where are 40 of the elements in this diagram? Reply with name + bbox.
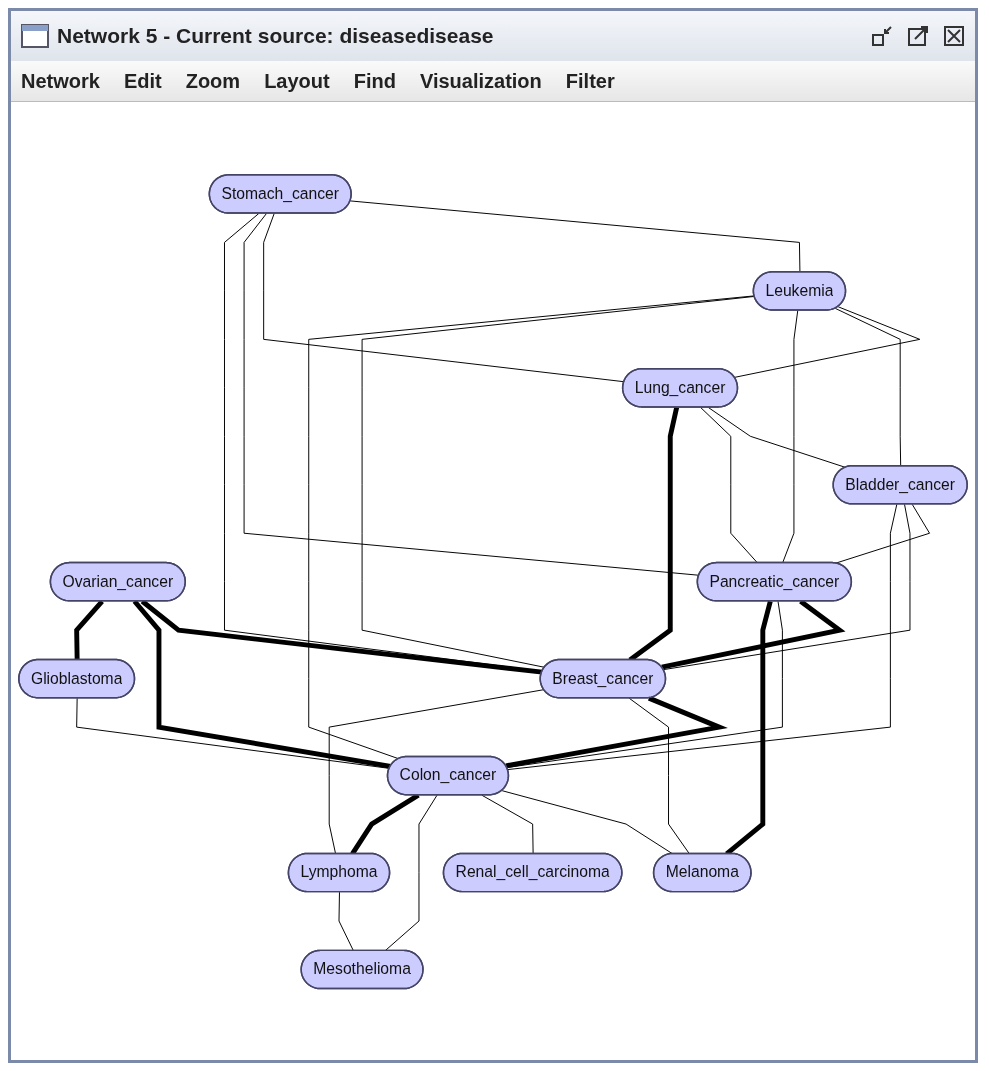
connector (338, 891, 354, 952)
connector (734, 306, 921, 378)
connector (700, 406, 759, 564)
menu-item: Zoom (185, 69, 241, 93)
connector (74, 599, 104, 660)
connector (662, 503, 911, 670)
disease-node: Renal_cell_carcinoma (442, 852, 623, 893)
menu-item: Network (21, 69, 100, 93)
disease-node: Lymphoma (287, 852, 391, 893)
connector (328, 688, 545, 855)
connector (350, 200, 801, 273)
connector (507, 503, 898, 770)
connector (782, 309, 799, 564)
disease-node: Pancreatic_cancer (696, 561, 853, 602)
menu-item: Filter (565, 69, 615, 93)
menu-item: Layout (264, 69, 330, 93)
disease-node: Stomach_cancer (208, 173, 352, 214)
disease-node: Ovarian_cancer (49, 561, 186, 602)
connector (628, 697, 690, 855)
window-title: Network 5 - Current source: diseasedisease (57, 24, 494, 48)
connector (834, 307, 902, 467)
disease-node: Mesothelioma (300, 949, 424, 990)
disease-node: Glioblastoma (18, 658, 136, 699)
connector (132, 599, 392, 769)
connector (506, 600, 783, 768)
disease-node: Breast_cancer (539, 658, 667, 699)
menu-item: Visualization (419, 69, 542, 93)
connector (661, 599, 846, 670)
connector (384, 794, 438, 952)
menu-item: Find (353, 69, 396, 93)
disease-node: Melanoma (652, 852, 752, 893)
disease-node: Lung_cancer (621, 367, 739, 408)
disease-node: Bladder_cancer (832, 464, 968, 505)
disease-node: Leukemia (752, 270, 847, 311)
connector (481, 794, 534, 855)
disease-node: Colon_cancer (386, 755, 510, 796)
connector (308, 295, 755, 760)
menu-item: Edit (123, 69, 162, 93)
connector (505, 695, 728, 769)
connector (140, 599, 543, 675)
